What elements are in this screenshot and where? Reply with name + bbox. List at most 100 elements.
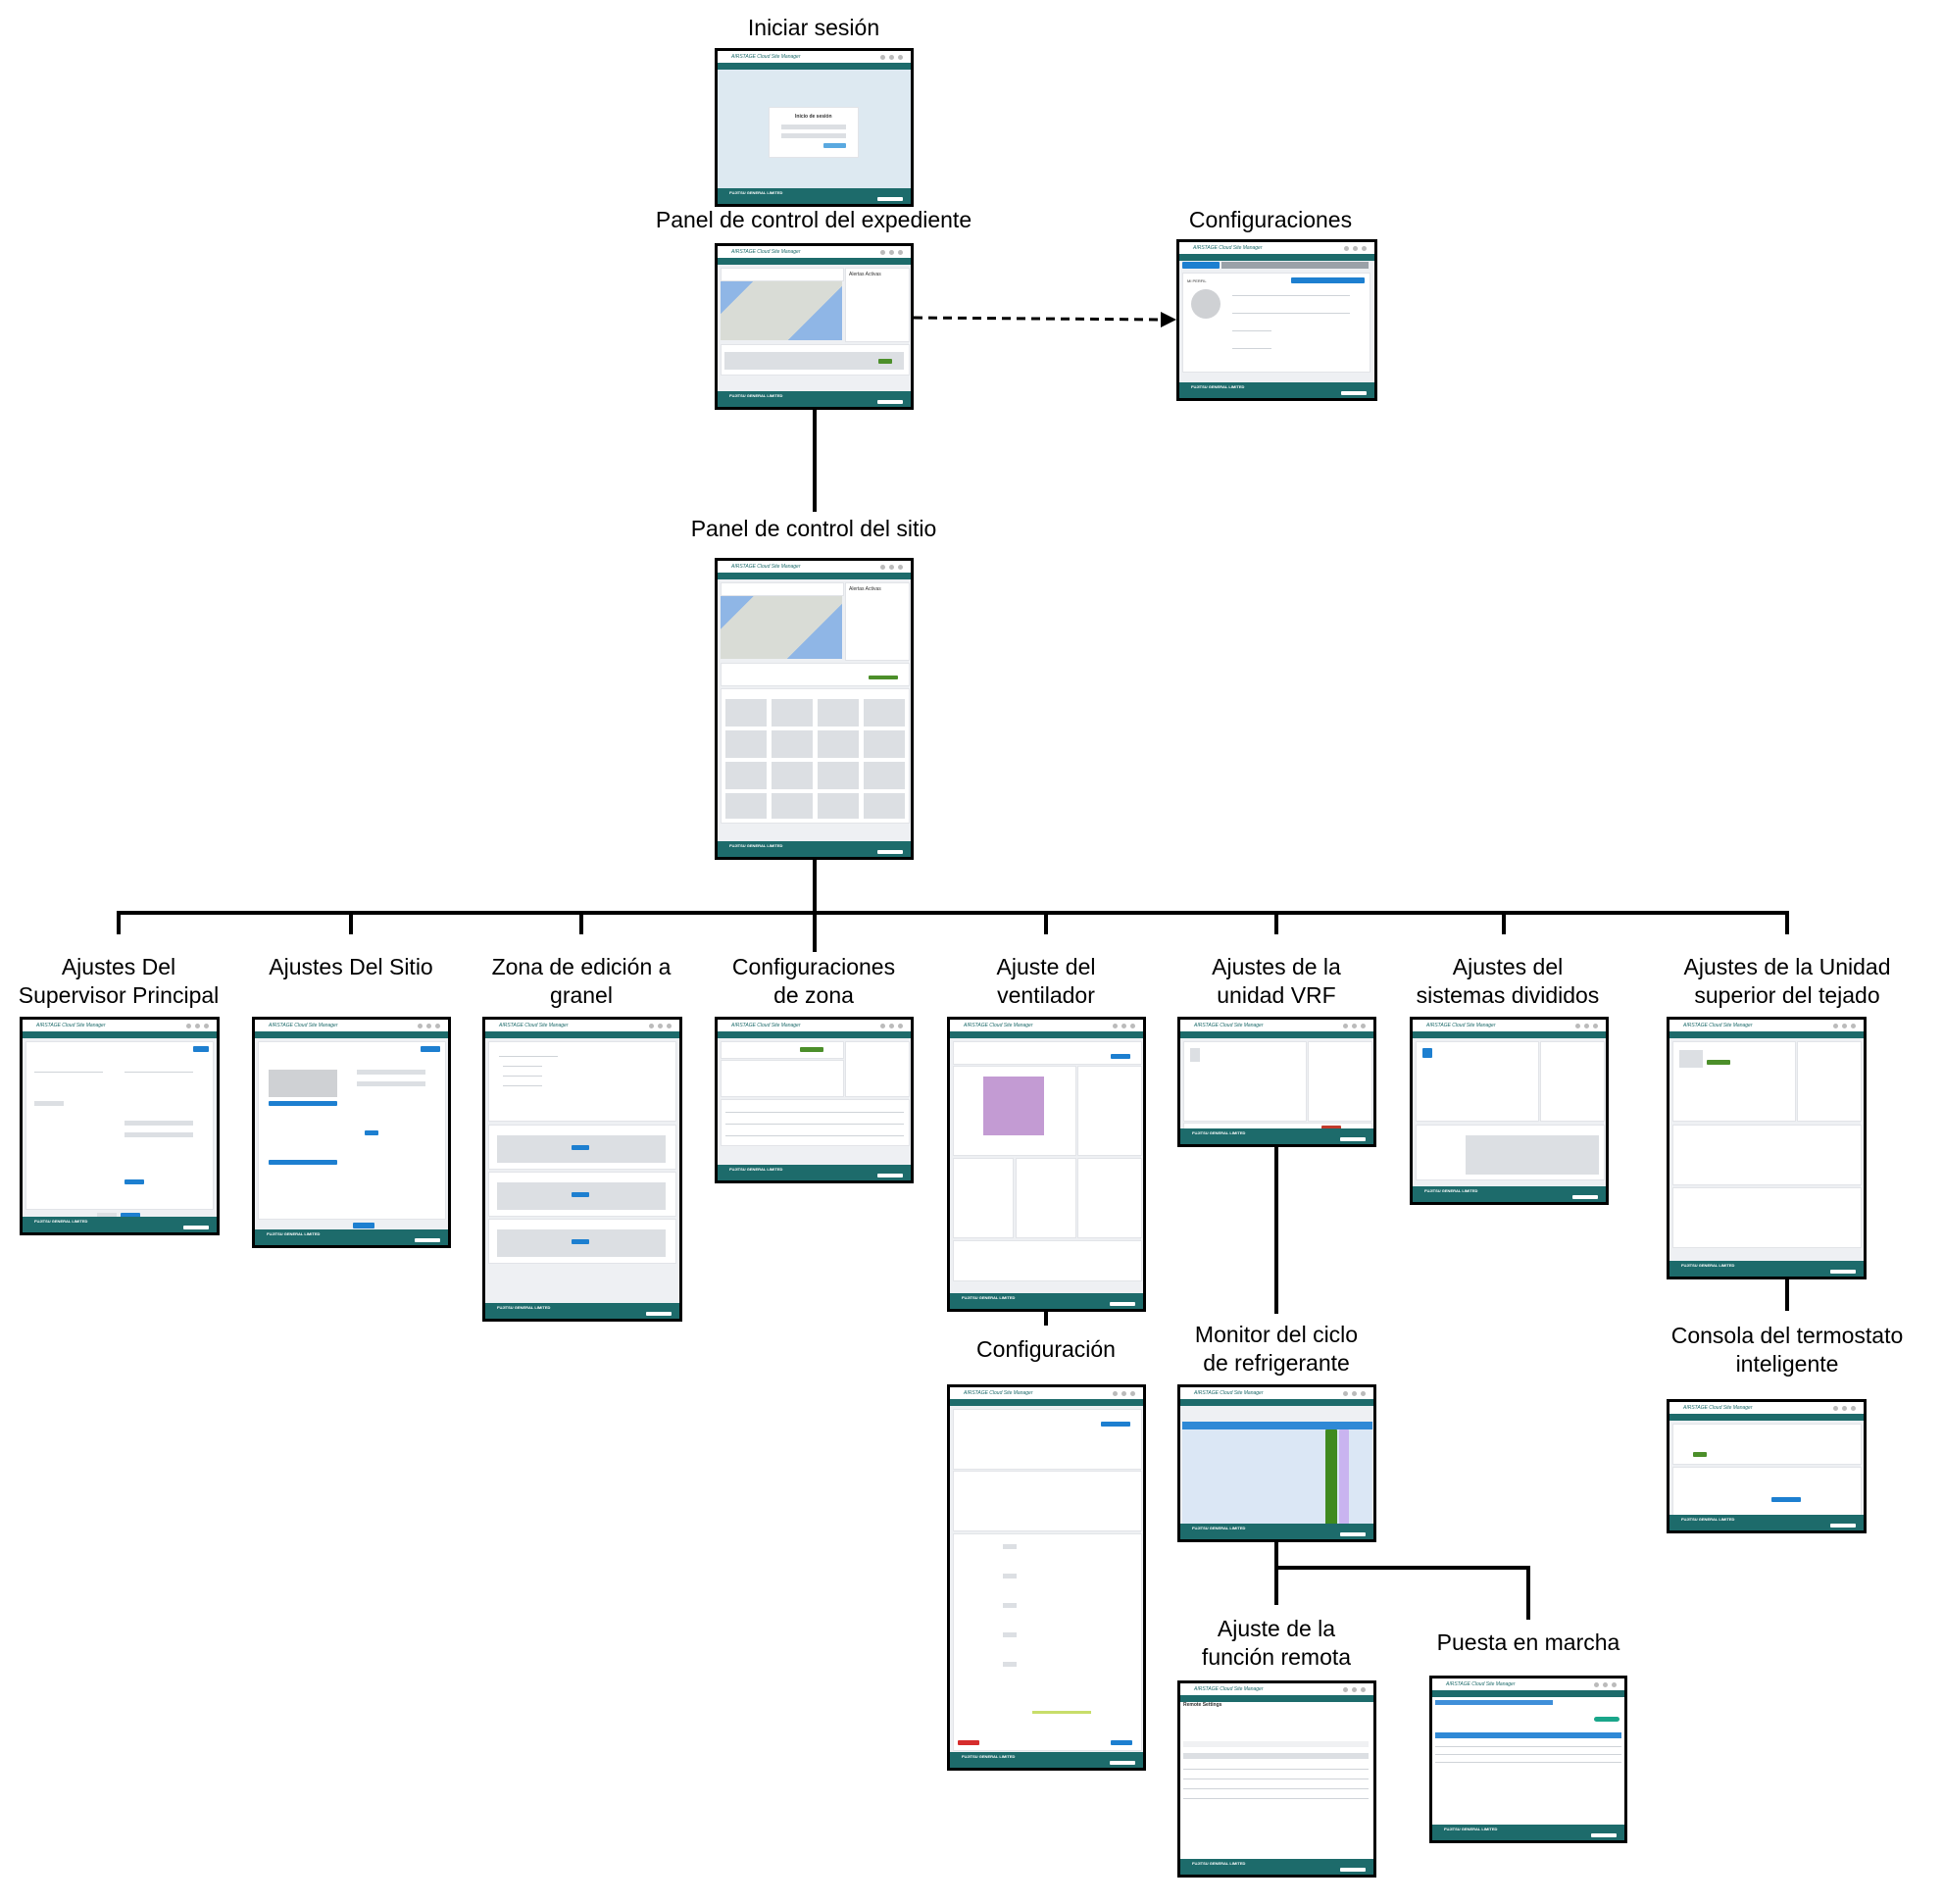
toggle-button[interactable] bbox=[365, 1130, 378, 1135]
header-icons[interactable] bbox=[1575, 1023, 1598, 1028]
zone-card[interactable] bbox=[772, 730, 813, 758]
tabs[interactable] bbox=[1435, 1700, 1553, 1705]
screen-refrigerant-monitor[interactable]: AIRSTAGE Cloud Site Manager FUJITSU GENE… bbox=[1177, 1384, 1376, 1542]
user-icon[interactable] bbox=[1851, 1405, 1856, 1411]
screen-rooftop-settings[interactable]: AIRSTAGE Cloud Site Manager FUJITSU GENE… bbox=[1667, 1017, 1867, 1279]
bell-icon[interactable] bbox=[186, 1023, 191, 1028]
slider[interactable] bbox=[1003, 1574, 1017, 1578]
help-icon[interactable] bbox=[1353, 245, 1358, 251]
bell-icon[interactable] bbox=[1343, 1023, 1348, 1028]
user-icon[interactable] bbox=[1361, 1686, 1366, 1692]
help-icon[interactable] bbox=[1584, 1023, 1589, 1028]
zone-card[interactable] bbox=[818, 762, 859, 789]
breadcrumb-bar[interactable] bbox=[718, 258, 911, 265]
language-select[interactable] bbox=[646, 1312, 672, 1316]
login-button[interactable] bbox=[823, 143, 846, 148]
input-field[interactable] bbox=[34, 1101, 64, 1106]
save-button[interactable] bbox=[1111, 1740, 1132, 1745]
breadcrumb-bar[interactable] bbox=[255, 1031, 448, 1038]
header-icons[interactable] bbox=[880, 249, 903, 255]
save-button[interactable] bbox=[193, 1046, 209, 1052]
user-icon[interactable] bbox=[1612, 1681, 1617, 1687]
site-row[interactable] bbox=[724, 352, 904, 370]
zone-card[interactable] bbox=[725, 699, 767, 727]
add-button[interactable] bbox=[572, 1239, 589, 1244]
bell-icon[interactable] bbox=[1575, 1023, 1580, 1028]
screen-commissioning[interactable]: AIRSTAGE Cloud Site Manager FUJITSU GENE… bbox=[1429, 1676, 1627, 1843]
header-icons[interactable] bbox=[186, 1023, 209, 1028]
breadcrumb-bar[interactable] bbox=[1669, 1414, 1864, 1421]
zone-card[interactable] bbox=[818, 793, 859, 819]
bell-icon[interactable] bbox=[649, 1023, 654, 1028]
tab-profile[interactable] bbox=[1182, 262, 1220, 269]
breadcrumb-bar[interactable] bbox=[718, 573, 911, 579]
map[interactable] bbox=[721, 281, 842, 340]
zone-card[interactable] bbox=[818, 699, 859, 727]
language-select[interactable] bbox=[877, 197, 903, 201]
user-icon[interactable] bbox=[204, 1023, 209, 1028]
header-icons[interactable] bbox=[1833, 1405, 1856, 1411]
screen-configuration[interactable]: AIRSTAGE Cloud Site Manager FUJITSU GENE… bbox=[947, 1384, 1146, 1771]
bell-icon[interactable] bbox=[1833, 1023, 1838, 1028]
screen-zone-settings[interactable]: AIRSTAGE Cloud Site Manager FUJITSU GENE… bbox=[715, 1017, 914, 1183]
add-button[interactable] bbox=[572, 1145, 589, 1150]
screen-settings[interactable]: AIRSTAGE Cloud Site Manager MI PERFIL FU… bbox=[1176, 239, 1377, 401]
bell-icon[interactable] bbox=[880, 54, 885, 60]
zone-card[interactable] bbox=[818, 730, 859, 758]
bell-icon[interactable] bbox=[880, 1023, 885, 1028]
header-icons[interactable] bbox=[1113, 1390, 1135, 1396]
bell-icon[interactable] bbox=[880, 564, 885, 570]
language-select[interactable] bbox=[1830, 1524, 1856, 1528]
breadcrumb-bar[interactable] bbox=[1669, 1031, 1864, 1038]
slider[interactable] bbox=[1003, 1632, 1017, 1637]
screen-thermostat-console[interactable]: AIRSTAGE Cloud Site Manager FUJITSU GENE… bbox=[1667, 1399, 1867, 1533]
slider[interactable] bbox=[1003, 1662, 1017, 1667]
user-icon[interactable] bbox=[898, 1023, 903, 1028]
help-icon[interactable] bbox=[889, 564, 894, 570]
help-icon[interactable] bbox=[658, 1023, 663, 1028]
language-select[interactable] bbox=[1591, 1833, 1617, 1837]
action-button[interactable] bbox=[269, 1160, 337, 1165]
username-field[interactable] bbox=[781, 125, 846, 129]
zone-card[interactable] bbox=[864, 762, 905, 789]
user-icon[interactable] bbox=[667, 1023, 672, 1028]
zone-card[interactable] bbox=[725, 730, 767, 758]
header-icons[interactable] bbox=[1113, 1023, 1135, 1028]
screen-file-dashboard[interactable]: AIRSTAGE Cloud Site Manager Alertas Acti… bbox=[715, 243, 914, 410]
config-button[interactable] bbox=[1111, 1054, 1130, 1059]
save-button[interactable] bbox=[353, 1223, 374, 1228]
header-icons[interactable] bbox=[1343, 1023, 1366, 1028]
breadcrumb-bar[interactable] bbox=[718, 1031, 911, 1038]
header-icons[interactable] bbox=[1833, 1023, 1856, 1028]
screen-vrf-settings[interactable]: AIRSTAGE Cloud Site Manager FUJITSU GENE… bbox=[1177, 1017, 1376, 1147]
user-icon[interactable] bbox=[1361, 1023, 1366, 1028]
user-icon[interactable] bbox=[1130, 1390, 1135, 1396]
help-icon[interactable] bbox=[1352, 1390, 1357, 1396]
bell-icon[interactable] bbox=[1113, 1390, 1118, 1396]
breadcrumb-bar[interactable] bbox=[1180, 1399, 1373, 1406]
action-button[interactable] bbox=[1101, 1422, 1130, 1427]
help-icon[interactable] bbox=[1842, 1023, 1847, 1028]
zone-card[interactable] bbox=[772, 762, 813, 789]
bell-icon[interactable] bbox=[418, 1023, 423, 1028]
settings-tabs[interactable] bbox=[1221, 262, 1369, 269]
zone-card[interactable] bbox=[772, 793, 813, 819]
breadcrumb-bar[interactable] bbox=[718, 63, 911, 70]
screen-site-settings[interactable]: AIRSTAGE Cloud Site Manager FUJITSU GENE… bbox=[252, 1017, 451, 1248]
breadcrumb-bar[interactable] bbox=[1179, 254, 1374, 261]
slider[interactable] bbox=[1003, 1544, 1017, 1549]
header-icons[interactable] bbox=[880, 1023, 903, 1028]
header-icons[interactable] bbox=[880, 54, 903, 60]
input-field[interactable] bbox=[125, 1121, 193, 1126]
bell-icon[interactable] bbox=[880, 249, 885, 255]
reset-button[interactable] bbox=[958, 1740, 979, 1745]
password-field[interactable] bbox=[781, 133, 846, 138]
screen-bulk-zone-edit[interactable]: AIRSTAGE Cloud Site Manager FUJITSU GENE… bbox=[482, 1017, 682, 1322]
language-select[interactable] bbox=[1830, 1270, 1856, 1274]
screen-login[interactable]: AIRSTAGE Cloud Site Manager Inicio de se… bbox=[715, 48, 914, 207]
language-select[interactable] bbox=[1341, 391, 1367, 395]
zone-card[interactable] bbox=[864, 793, 905, 819]
input-field[interactable] bbox=[357, 1081, 425, 1086]
header-icons[interactable] bbox=[1343, 1686, 1366, 1692]
language-select[interactable] bbox=[1340, 1137, 1366, 1141]
